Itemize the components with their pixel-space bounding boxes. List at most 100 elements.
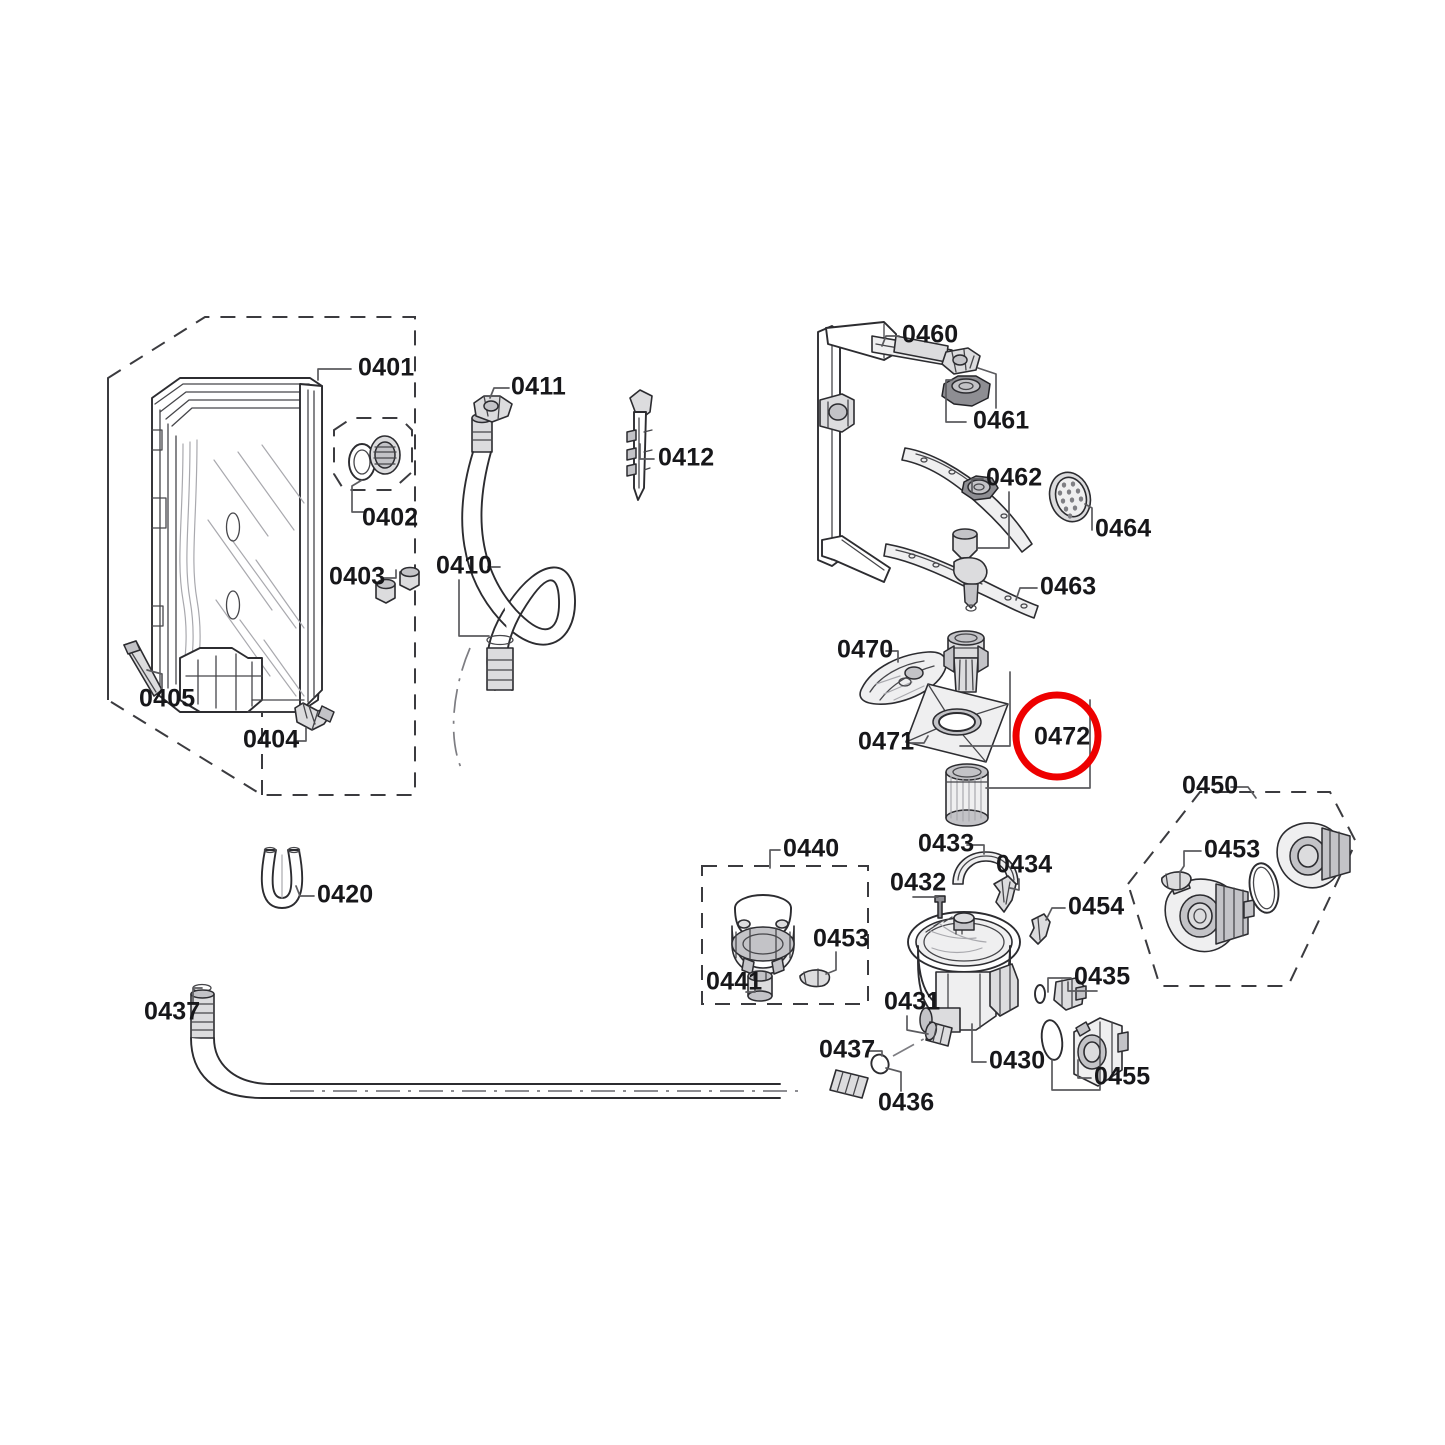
- leader-0440: [769, 849, 781, 869]
- leader-0437: [192, 987, 203, 1003]
- label-0403: 0403: [329, 563, 385, 591]
- part-0402-seal-set: [333, 417, 413, 491]
- leader-0455b: [1051, 1059, 1101, 1091]
- part-0440-circulation-pump: [731, 894, 795, 975]
- part-0450-drain-pump-front: [1164, 875, 1255, 953]
- part-0436-oring: [870, 1053, 890, 1075]
- leader-0441: [745, 982, 756, 993]
- label-0453b: 0453: [1204, 836, 1260, 864]
- leader-0435b: [1067, 981, 1098, 992]
- label-0401: 0401: [358, 354, 414, 382]
- leader-0462b: [977, 491, 1010, 549]
- leader-0433: [966, 844, 985, 855]
- part-0403-fittings: [375, 566, 420, 604]
- part-0454-clip: [1029, 913, 1051, 945]
- leader-0401: [317, 368, 352, 381]
- label-0470: 0470: [837, 636, 893, 664]
- label-0453a: 0453: [813, 925, 869, 953]
- part-0404-connector: [294, 702, 335, 731]
- label-0411: 0411: [511, 373, 566, 401]
- label-0404: 0404: [243, 726, 299, 754]
- part-0401-tub-panel: [151, 377, 323, 713]
- highlight-circle-0472: [1012, 691, 1102, 781]
- leader-0411: [489, 387, 510, 399]
- leader-0435: [1047, 977, 1072, 993]
- label-0410: 0410: [436, 552, 492, 580]
- part-0435-sensor: [1034, 977, 1087, 1011]
- label-0437: 0437: [144, 998, 200, 1026]
- part-0472-micro-filter: [945, 763, 989, 827]
- part-0464-sieve-disc: [1048, 471, 1092, 523]
- part-filter-standpipe: [943, 630, 989, 693]
- label-0440: 0440: [783, 835, 839, 863]
- label-0472: 0472: [1034, 723, 1090, 751]
- label-0463: 0463: [1040, 573, 1096, 601]
- leader-0472-top: [959, 671, 1011, 747]
- leader-0436: [885, 1067, 902, 1092]
- part-0430-sump-housing: [907, 911, 1021, 1033]
- leader-0405: [146, 669, 163, 691]
- part-0463-lower-spray-arm: [883, 543, 1039, 619]
- label-0441: 0441: [706, 968, 762, 996]
- part-0432-screw: [934, 895, 946, 919]
- label-0402: 0402: [362, 504, 418, 532]
- label-0435: 0435: [1074, 963, 1130, 991]
- leader-0455: [1077, 1059, 1092, 1079]
- label-0433: 0433: [918, 830, 974, 858]
- leader-0430: [971, 1023, 987, 1063]
- leader-0461b: [945, 379, 967, 423]
- label-0450: 0450: [1182, 772, 1238, 800]
- label-0471: 0471: [858, 728, 914, 756]
- label-0432: 0432: [890, 869, 946, 897]
- group-0440-box: [701, 865, 869, 1005]
- leader-0420: [295, 885, 315, 897]
- group-0450-box: [1126, 791, 1358, 987]
- label-0405: 0405: [139, 685, 195, 713]
- part-0434-clip: [993, 875, 1017, 913]
- label-0420: 0420: [317, 881, 373, 909]
- label-0460: 0460: [902, 321, 958, 349]
- part-0462-upper-spray-arm: [901, 447, 1033, 566]
- part-0411-hose-clamp: [473, 395, 513, 423]
- leader-0404: [293, 727, 307, 742]
- label-0461: 0461: [973, 407, 1029, 435]
- part-0450-oring: [1248, 862, 1280, 914]
- part-0471-flat-filter: [905, 683, 1009, 763]
- leader-0410b: [458, 579, 490, 637]
- leader-0463: [1015, 587, 1038, 601]
- leader-0454: [1045, 907, 1066, 921]
- label-0431: 0431: [884, 988, 940, 1016]
- leader-0434: [1009, 878, 1020, 891]
- label-0462: 0462: [986, 464, 1042, 492]
- part-0461-bearing-nut: [941, 375, 991, 407]
- label-0412: 0412: [658, 444, 714, 472]
- part-0455-drain-pump-motor: [1040, 1017, 1129, 1087]
- leader-0470: [885, 650, 899, 663]
- leader-0453b: [1179, 850, 1202, 873]
- leader-0412: [639, 443, 655, 460]
- label-0434: 0434: [996, 851, 1052, 879]
- leader-0402: [351, 479, 367, 513]
- group-spray-arms: [817, 321, 1092, 619]
- part-0450-oring-inner: [1252, 866, 1276, 910]
- label-0455: 0455: [1094, 1063, 1150, 1091]
- part-0441-pump-cap: [747, 970, 773, 1002]
- part-0461-bearing-clip: [941, 347, 981, 375]
- leader-0431: [906, 1015, 929, 1035]
- leader-lines: [146, 335, 1257, 1092]
- part-0420-u-hose: [260, 846, 304, 909]
- part-0410-inlet-hose: [452, 412, 576, 771]
- leader-0472-bottom: [985, 699, 1091, 789]
- part-0453-clamp-a: [799, 968, 831, 988]
- leader-0450: [1230, 786, 1257, 799]
- leader-0461: [977, 367, 997, 409]
- part-0437-drain-hose: [190, 983, 941, 1099]
- label-0464: 0464: [1095, 515, 1151, 543]
- label-0436: 0436: [878, 1089, 934, 1117]
- part-0453-clamp-b: [1161, 870, 1192, 891]
- leader-0464: [1084, 503, 1093, 531]
- label-0437b: 0437: [819, 1036, 875, 1064]
- leader-0462: [971, 478, 984, 493]
